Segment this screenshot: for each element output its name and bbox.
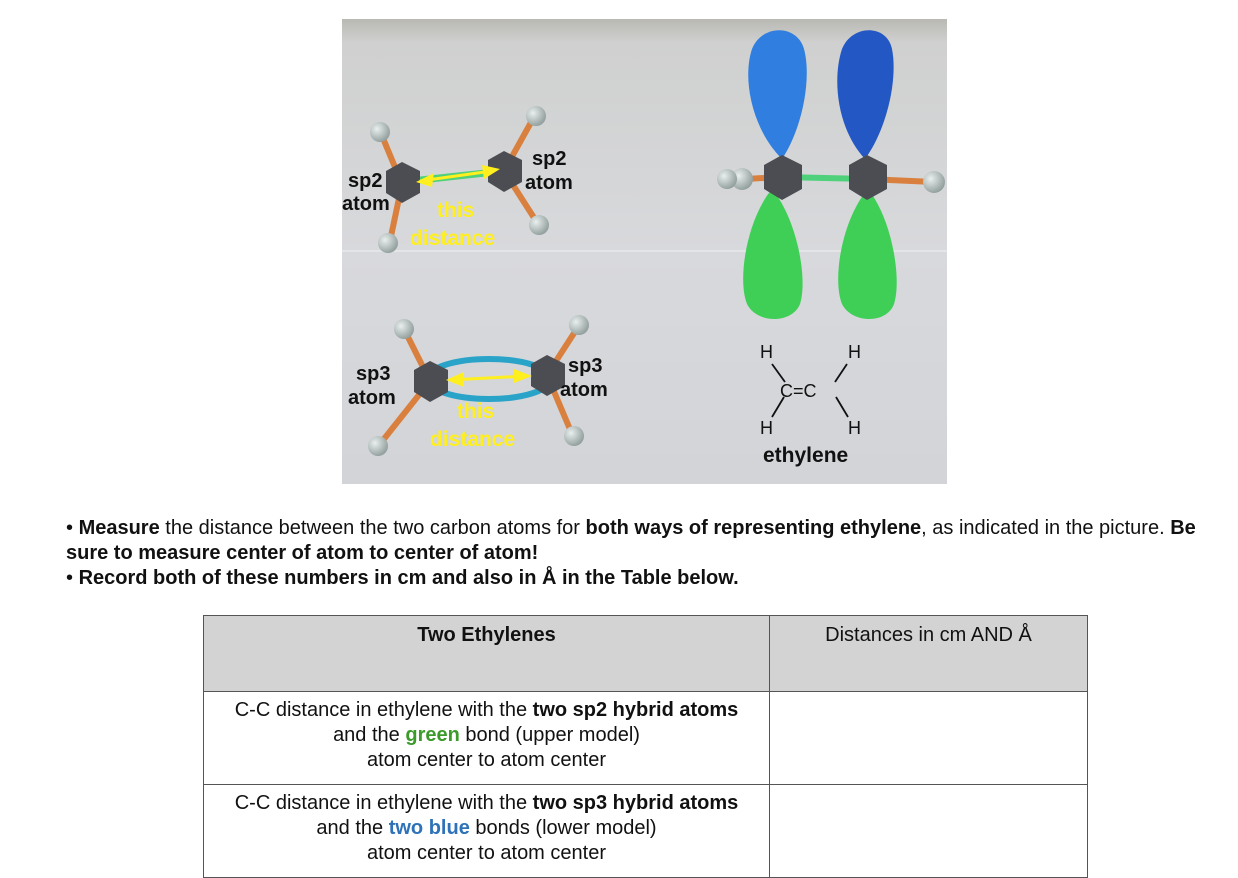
structure-h-top-left: H bbox=[760, 342, 773, 362]
cell-text: atom center to atom center bbox=[366, 749, 606, 771]
lower-distance-label: this bbox=[457, 400, 494, 423]
lower-right-label-2: atom bbox=[560, 379, 608, 401]
cell-text: and the bbox=[316, 817, 389, 839]
cell-text: bond (upper model) bbox=[459, 724, 640, 746]
row-sp3-question: C-C distance in ethylene with the two sp… bbox=[203, 784, 770, 878]
cell-bold: two sp3 hybrid atoms bbox=[532, 792, 739, 814]
cell-text: C-C distance in ethylene with the bbox=[234, 699, 533, 721]
upper-sp2-model bbox=[370, 106, 549, 253]
table-header-row: Two Ethylenes Distances in cm AND Å bbox=[203, 615, 1088, 692]
lower-distance-label-2: distance bbox=[430, 428, 515, 451]
instruction-text: , as indicated in the picture. bbox=[921, 517, 1171, 539]
green-word: green bbox=[405, 724, 460, 746]
structure-h-bottom-left: H bbox=[760, 418, 773, 438]
structure-cc: C=C bbox=[780, 381, 817, 401]
cell-bold: two sp2 hybrid atoms bbox=[532, 699, 739, 721]
upper-right-label-2: atom bbox=[525, 172, 573, 194]
bullet: • bbox=[66, 567, 79, 589]
orbital-model bbox=[717, 30, 945, 319]
instruction-record-bold: Record both of these numbers in cm and a… bbox=[78, 567, 739, 589]
header-distances: Distances in cm AND Å bbox=[769, 615, 1088, 692]
upper-left-label: sp2 bbox=[348, 170, 382, 192]
blue-word: two blue bbox=[388, 817, 470, 839]
upper-right-label: sp2 bbox=[532, 148, 566, 170]
molecule-name-label: ethylene bbox=[763, 444, 848, 467]
row-sp2-question: C-C distance in ethylene with the two sp… bbox=[203, 691, 770, 785]
row-sp2-answer-cell[interactable] bbox=[769, 691, 1088, 785]
ethylene-models-photo: sp2 atom sp2 atom sp3 atom sp3 atom this… bbox=[342, 19, 947, 484]
structure-h-top-right: H bbox=[848, 342, 861, 362]
distances-table: Two Ethylenes Distances in cm AND Å C-C … bbox=[203, 615, 1088, 878]
upper-distance-label-2: distance bbox=[410, 227, 495, 250]
lower-sp3-model bbox=[368, 315, 589, 456]
table-row: C-C distance in ethylene with the two sp… bbox=[203, 784, 1088, 878]
instruction-measure: • Measure the distance between the two c… bbox=[66, 516, 1226, 566]
cell-text: bonds (lower model) bbox=[469, 817, 657, 839]
structure-h-bottom-right: H bbox=[848, 418, 861, 438]
cell-text: and the bbox=[333, 724, 406, 746]
instruction-record: • Record both of these numbers in cm and… bbox=[66, 566, 1226, 591]
header-two-ethylenes: Two Ethylenes bbox=[203, 615, 770, 692]
upper-left-label-2: atom bbox=[342, 193, 390, 215]
ethylene-structure bbox=[771, 363, 849, 418]
lower-right-label: sp3 bbox=[568, 355, 602, 377]
instruction-bold: both ways of representing ethylene bbox=[585, 517, 922, 539]
instruction-bold: Be sure to measure center of atom to cen… bbox=[66, 517, 1196, 564]
upper-distance-label: this bbox=[437, 199, 474, 222]
instruction-text: the distance between the two carbon atom… bbox=[159, 517, 586, 539]
cell-text: C-C distance in ethylene with the bbox=[234, 792, 533, 814]
instructions: • Measure the distance between the two c… bbox=[66, 516, 1226, 591]
lower-left-label-2: atom bbox=[348, 387, 396, 409]
cell-text: atom center to atom center bbox=[366, 842, 606, 864]
instruction-measure-bold: Measure bbox=[78, 517, 160, 539]
row-sp3-answer-cell[interactable] bbox=[769, 784, 1088, 878]
lower-left-label: sp3 bbox=[356, 363, 390, 385]
table-row: C-C distance in ethylene with the two sp… bbox=[203, 691, 1088, 785]
bullet: • bbox=[66, 517, 79, 539]
